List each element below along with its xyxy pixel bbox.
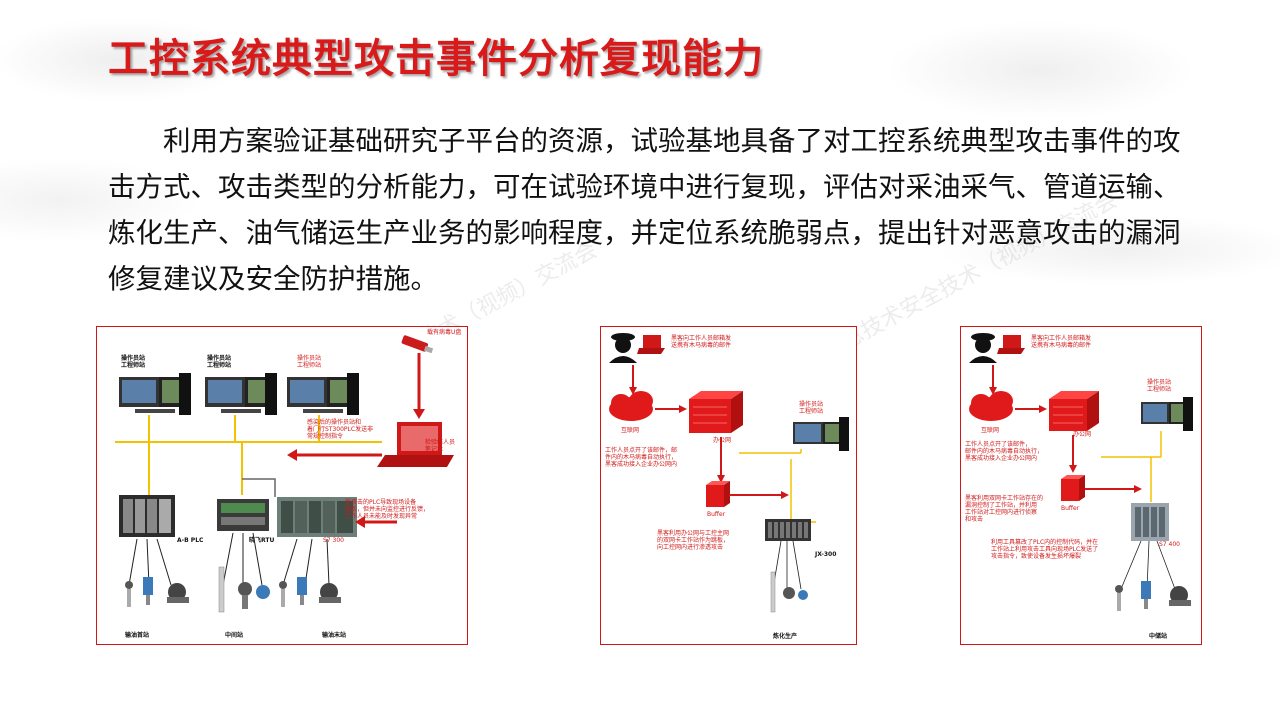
note-attack-email: 黑客向工作人员邮箱发 送携有木马病毒的邮件 [671,335,732,349]
note-email-opened: 工作人员点开了该邮件， 邮件内的木马病毒自动执行， 黑客成功接入企业办公网内 [965,441,1044,462]
hacker-icon [969,333,997,363]
laptop-icon [377,422,454,467]
buffer-server-icon [706,481,730,507]
cloud-icon [609,391,653,421]
label-site-first: 输油首站 [125,632,150,639]
office-network-icon [689,391,743,433]
label-buffer: Buffer [707,511,726,518]
note-plc-damage: 受攻击的PLC导致现场设备 损毁，但并未向监控进行反馈， 工作人员未能及时发现异… [345,499,430,520]
label-s7-300: S7 300 [323,537,344,544]
label-s7-400: S7 400 [1159,541,1180,548]
label-ws3: 操作员站 工程师站 [297,355,322,369]
field-instruments-icon [770,571,808,613]
buffer-server-icon [1061,475,1085,501]
cloud-icon [969,391,1013,421]
plc-s7-400-icon [1131,503,1169,541]
rtu-icon [217,499,269,531]
label-jx300: JX-300 [815,551,837,558]
diagram-pipeline-attack: 操作员站 工程师站 操作员站 工程师站 操作员站 工程师站 载有病毒U盘 检验维… [96,326,468,645]
diagram-storage-attack: 黑客向工作人员邮箱发 送携有木马病毒的邮件 互联网 办公网 操作员站 工程师站 … [960,326,1202,645]
field-instruments-icon [279,577,341,607]
label-laptop: 检验维人员 笔记本 [424,439,455,453]
diagram-storage-attack-graphics [969,333,1193,611]
label-site-refinery: 炼化生产 [773,633,798,640]
plc-s7-300-icon [277,497,357,537]
label-internet: 互联网 [981,427,1000,434]
diagram-refinery-attack: 黑客向工作人员邮箱发 送携有木马病毒的邮件 互联网 办公网 操作员站 工程师站 … [600,326,857,645]
note-email-opened: 工作人员点开了该邮件，邮 件内的木马病毒自动执行， 黑客成功接入企业办公网内 [605,447,678,468]
label-buffer: Buffer [1061,505,1080,512]
label-office-network: 办公网 [713,437,732,444]
workstation-icon [793,417,849,451]
field-instruments-icon [1115,581,1191,611]
label-site-storage: 中储站 [1149,633,1168,640]
field-instruments-icon [218,566,270,613]
label-usb: 载有病毒U盘 [427,329,462,336]
label-site-middle: 中间站 [225,632,244,639]
diagram-pipeline-attack-graphics [115,335,454,613]
laptop-icon [997,335,1025,354]
note-workstation-control: 黑客利用双网卡工作站存在的 漏洞控制了工作站，并利用 工作站对工控网内进行侦察 … [965,495,1044,523]
label-plc-ab: A-B PLC [177,537,204,544]
slide-title: 工控系统典型攻击事件分析复现能力 [108,36,764,82]
hacker-icon [609,333,637,363]
slide-body-text: 利用方案验证基础研究子平台的资源，试验基地具备了对工控系统典型攻击事件的攻击方式… [108,125,1181,295]
note-attack-email: 黑客向工作人员邮箱发 送携有木马病毒的邮件 [1031,335,1092,349]
workstation-icon [287,373,359,415]
note-pivot: 黑客利用办公网与工控主网 的双网卡工作站作为跳板， 向工控网内进行渗透攻击 [657,530,730,551]
label-rtu: 晓飞RTU [249,537,275,544]
workstation-icon [205,373,277,415]
label-internet: 互联网 [621,427,640,434]
label-ws: 操作员站 工程师站 [1147,379,1172,393]
label-ws: 操作员站 工程师站 [799,401,824,415]
office-network-icon [1049,391,1099,431]
label-ws1: 操作员站 工程师站 [121,355,146,369]
usb-drive-icon [401,335,434,354]
laptop-icon [637,335,665,354]
label-site-last: 输油末站 [322,632,347,639]
workstation-icon [1141,397,1193,431]
note-plc-tamper: 利用工具篡改了PLC内的控制代码，并在 工作站上利用攻击工具向现场PLC发送了 … [991,539,1099,560]
diagram-refinery-attack-graphics [609,333,849,613]
workstation-icon [119,373,191,415]
note-infection: 感染后的操作员站和 着门行ST300PLC发送非 常规控制指令 [307,419,374,440]
label-office-network: 办公网 [1073,431,1092,438]
background-world-map [0,0,1280,300]
plc-ab-icon [119,495,175,537]
label-ws2: 操作员站 工程师站 [207,355,232,369]
dcs-controller-icon [765,519,811,541]
field-instruments-icon [125,577,189,607]
